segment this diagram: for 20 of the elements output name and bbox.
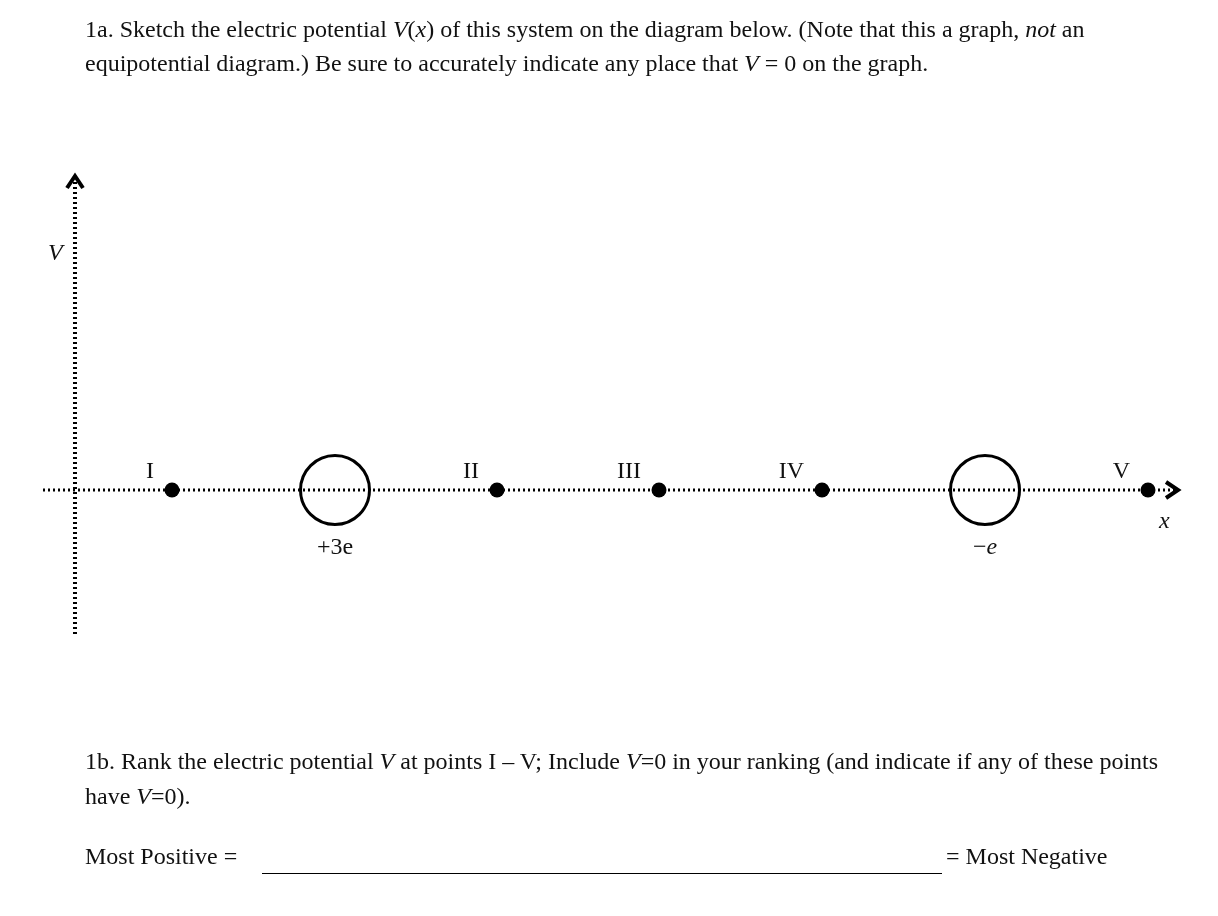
axis-label: x <box>1159 508 1170 532</box>
point-dot <box>1140 482 1156 498</box>
point-label: IV <box>778 458 804 482</box>
point-dot <box>489 482 505 498</box>
point-dot <box>164 482 180 498</box>
charge-circle <box>949 454 1021 526</box>
charge-label: +3e <box>316 534 354 558</box>
question-text: 1a. Sketch the electric potential V(x) of this system on the diagram below. (Note that this a graph, not an equipotential diagram.) Be sure to accurately indicate any place that V = 0 on the graph. <box>85 15 1086 78</box>
point-label: II <box>463 458 479 482</box>
point-label: V <box>1112 458 1130 482</box>
charge-label: −e <box>972 534 998 558</box>
axis-label: V <box>48 240 63 264</box>
ranking-label: Most Positive = <box>85 844 238 868</box>
charge-circle <box>299 454 371 526</box>
point-label: III <box>617 458 641 482</box>
question-text: 1b. Rank the electric potential V at points I – V; Include V=0 in your ranking (and indicate if any of these points have V=0). <box>85 747 1160 811</box>
ranking-label: = Most Negative <box>946 844 1108 868</box>
point-dot <box>651 482 667 498</box>
point-dot <box>814 482 830 498</box>
point-label: I <box>146 458 154 482</box>
